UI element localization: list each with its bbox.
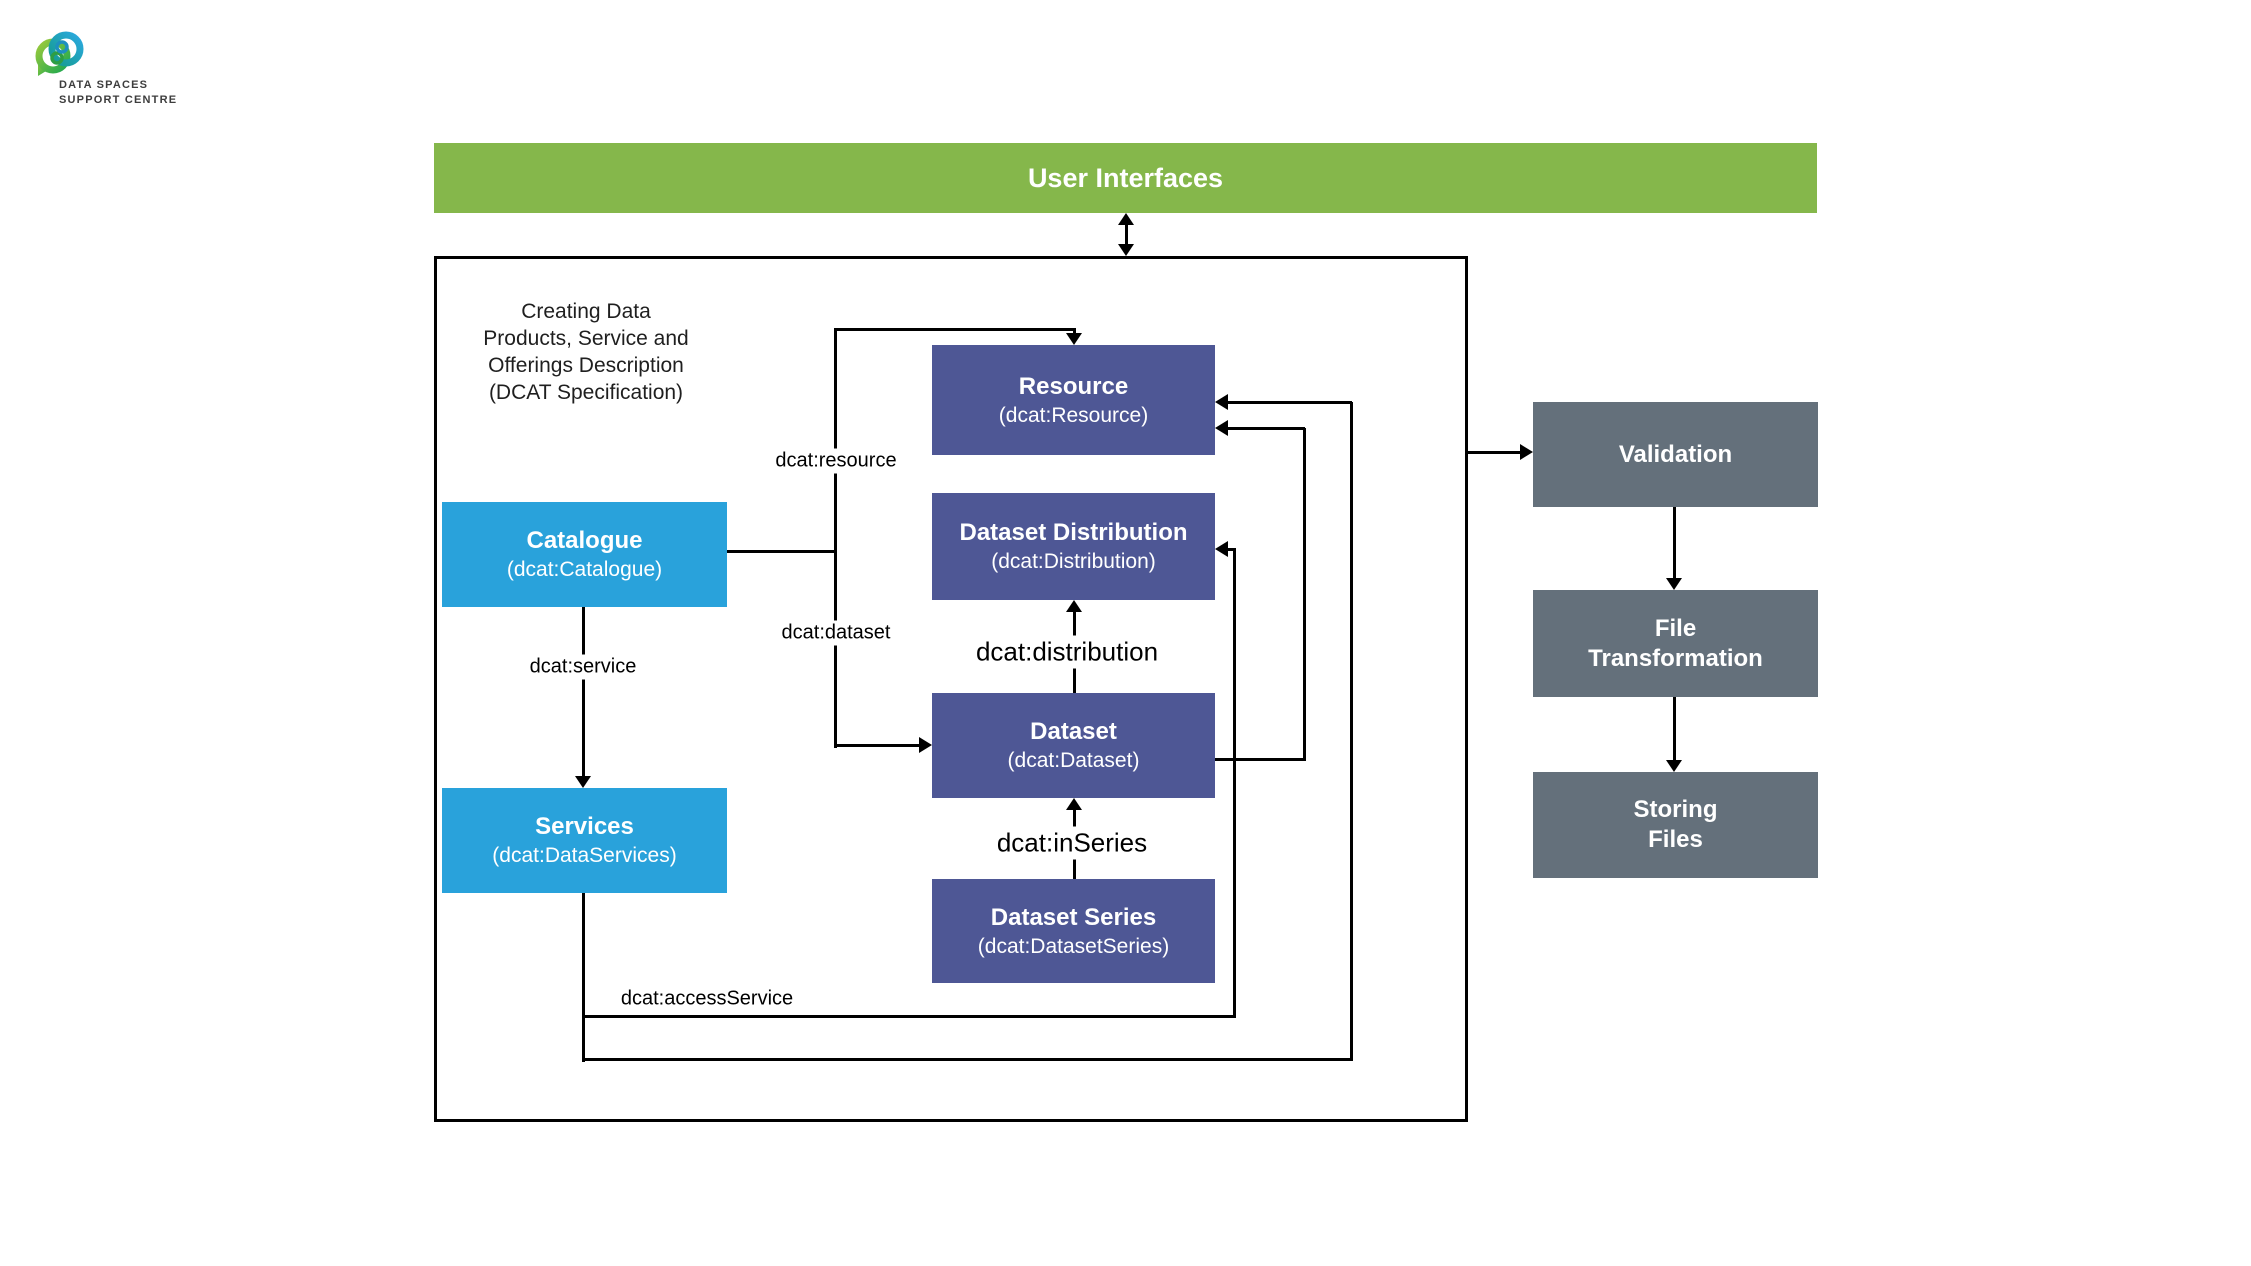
dcat-description: Creating Data Products, Service and Offe… bbox=[436, 298, 736, 406]
logo-text-line1: DATA SPACES bbox=[59, 79, 149, 91]
storing-files-title-line2: Files bbox=[1648, 826, 1703, 853]
edge-label-dcat-service: dcat:service bbox=[521, 654, 645, 680]
resource-title: Resource bbox=[1018, 372, 1129, 400]
arrowhead-into-resource-right-upper bbox=[1215, 394, 1228, 410]
validation-node: Validation bbox=[1533, 402, 1818, 507]
description-line: (DCAT Specification) bbox=[488, 381, 684, 404]
arrowhead-into-resource-right-lower bbox=[1215, 420, 1228, 436]
services-subtitle: (dcat:DataServices) bbox=[492, 844, 677, 867]
connector-validation-filetransformation bbox=[1673, 507, 1676, 579]
connector-catalogue-junction bbox=[727, 550, 835, 553]
connector-services-resource-horizontal bbox=[582, 1058, 1353, 1061]
connector-container-validation bbox=[1468, 451, 1521, 454]
user-interfaces-banner: User Interfaces bbox=[434, 143, 1817, 213]
connector-catalogue-services bbox=[582, 607, 585, 778]
resource-node: Resource (dcat:Resource) bbox=[932, 345, 1215, 455]
connector-dataset-resource-vertical bbox=[1303, 428, 1306, 761]
edge-label-dcat-distribution: dcat:distribution bbox=[967, 635, 1167, 669]
distribution-subtitle: (dcat:Distribution) bbox=[991, 550, 1156, 573]
connector-resource-drop bbox=[1073, 328, 1076, 335]
storing-files-node: Storing Files bbox=[1533, 772, 1818, 878]
edge-label-dcat-dataset: dcat:dataset bbox=[773, 620, 899, 646]
connector-accessservice-stub bbox=[1227, 548, 1236, 551]
catalogue-subtitle: (dcat:Catalogue) bbox=[506, 558, 663, 581]
connector-to-resource-top bbox=[834, 328, 1076, 331]
edge-label-dcat-inseries: dcat:inSeries bbox=[988, 826, 1156, 860]
edge-label-dcat-accessservice: dcat:accessService bbox=[612, 986, 802, 1012]
arrowhead-down-container bbox=[1118, 244, 1134, 256]
arrowhead-into-storingfiles bbox=[1666, 760, 1682, 772]
distribution-title: Dataset Distribution bbox=[959, 519, 1188, 546]
connector-filetransformation-storing bbox=[1673, 697, 1676, 761]
catalogue-title: Catalogue bbox=[526, 527, 643, 554]
connector-to-dataset-left bbox=[834, 744, 919, 747]
file-transformation-title-line1: File bbox=[1654, 614, 1697, 642]
connector-services-resource-stub bbox=[1228, 401, 1352, 404]
user-interfaces-title: User Interfaces bbox=[1027, 162, 1224, 193]
services-node: Services (dcat:DataServices) bbox=[442, 788, 727, 893]
arrowhead-into-services-top bbox=[575, 776, 591, 788]
arrowhead-up-banner bbox=[1118, 213, 1134, 225]
resource-subtitle: (dcat:Resource) bbox=[998, 403, 1149, 427]
dataset-series-subtitle: (dcat:DatasetSeries) bbox=[977, 934, 1170, 958]
file-transformation-node: File Transformation bbox=[1533, 590, 1818, 697]
dataset-title: Dataset bbox=[1030, 718, 1117, 745]
arrowhead-into-filetransformation bbox=[1666, 578, 1682, 590]
connector-services-down bbox=[582, 893, 585, 1062]
connector-accessservice-vertical bbox=[1233, 549, 1236, 1017]
connector-junction-vertical bbox=[834, 330, 837, 748]
dataset-subtitle: (dcat:Dataset) bbox=[1007, 749, 1140, 772]
edge-label-dcat-resource: dcat:resource bbox=[767, 448, 905, 474]
dataset-node: Dataset (dcat:Dataset) bbox=[932, 693, 1215, 798]
arrowhead-into-dataset-bottom bbox=[1066, 798, 1082, 810]
file-transformation-title-line2: Transformation bbox=[1588, 644, 1763, 672]
services-title: Services bbox=[535, 813, 634, 840]
catalogue-node: Catalogue (dcat:Catalogue) bbox=[442, 502, 727, 607]
logo-text-line2: SUPPORT CENTRE bbox=[59, 94, 178, 106]
distribution-node: Dataset Distribution (dcat:Distribution) bbox=[932, 493, 1215, 600]
arrowhead-into-distribution-bottom bbox=[1066, 600, 1082, 612]
description-line: Creating Data bbox=[521, 300, 651, 323]
arrowhead-into-validation bbox=[1520, 444, 1533, 460]
dataset-series-title: Dataset Series bbox=[990, 903, 1157, 931]
connector-accessservice-horizontal bbox=[582, 1015, 1236, 1018]
storing-files-title-line1: Storing bbox=[1633, 796, 1718, 823]
dataset-series-node: Dataset Series (dcat:DatasetSeries) bbox=[932, 879, 1215, 983]
description-line: Offerings Description bbox=[488, 354, 684, 377]
connector-banner-container bbox=[1125, 222, 1128, 247]
connector-dataset-resource-horizontal bbox=[1215, 758, 1306, 761]
connector-services-resource-vertical bbox=[1350, 402, 1353, 1060]
dssc-logo-icon bbox=[35, 31, 84, 76]
arrowhead-into-distribution-right bbox=[1215, 541, 1228, 557]
connector-dataset-resource-stub bbox=[1228, 427, 1305, 430]
arrowhead-into-dataset-left bbox=[919, 737, 932, 753]
arrowhead-into-resource-top bbox=[1066, 333, 1082, 345]
description-line: Products, Service and bbox=[483, 327, 689, 350]
validation-title: Validation bbox=[1618, 440, 1733, 468]
